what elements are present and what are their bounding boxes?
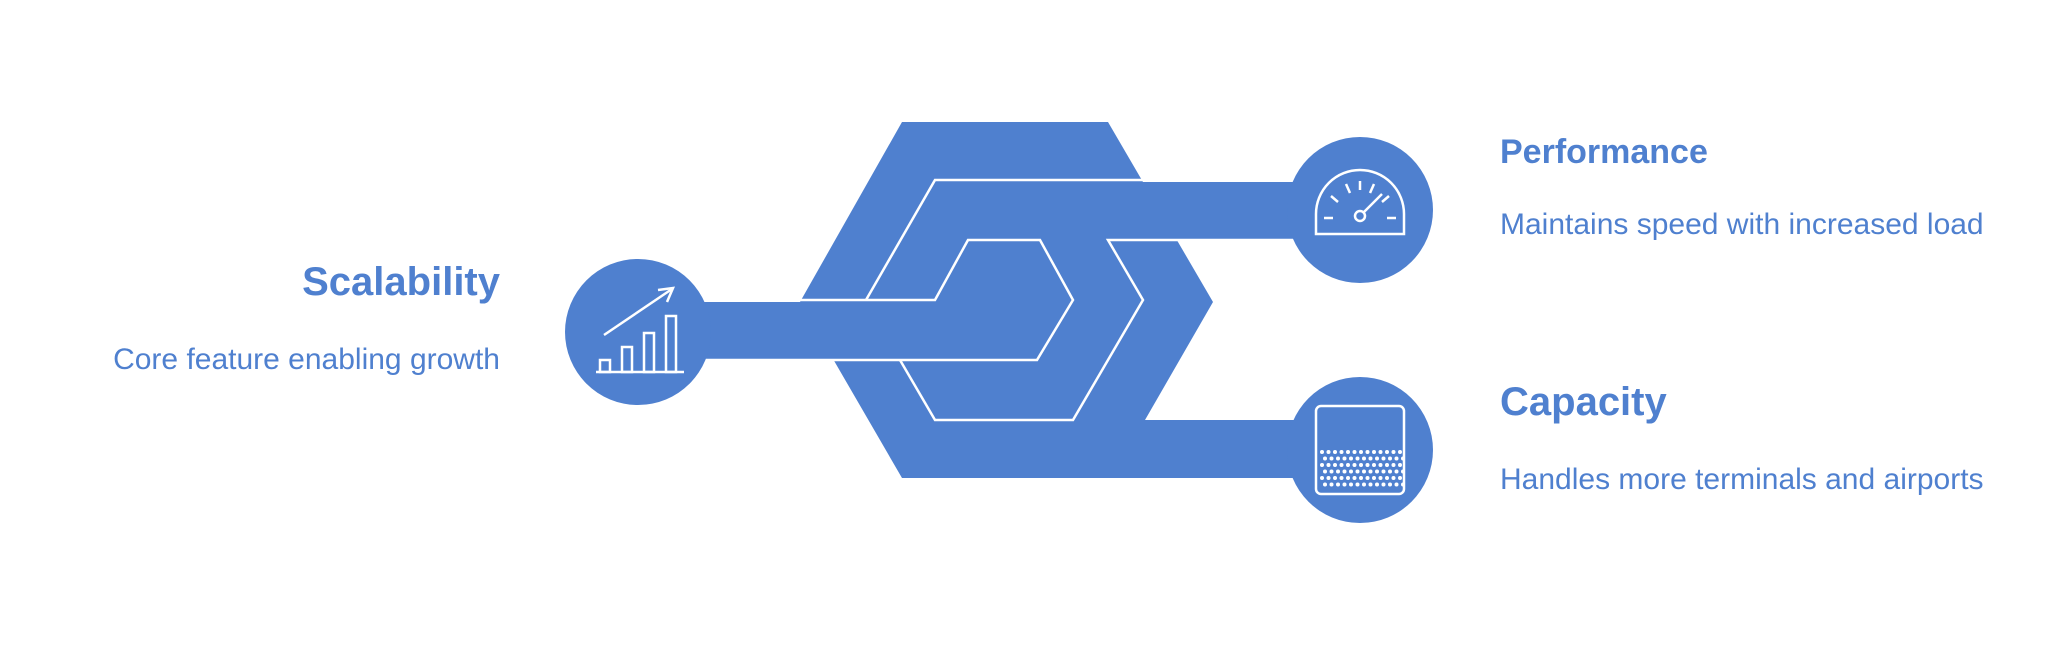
performance-title: Performance bbox=[1500, 133, 1708, 171]
capacity-title: Capacity bbox=[1500, 380, 1667, 424]
capacity-node bbox=[1287, 377, 1433, 523]
capacity-description: Handles more terminals and airports bbox=[1500, 463, 1984, 496]
performance-route-line bbox=[864, 178, 1300, 301]
scalability-title: Scalability bbox=[302, 260, 500, 304]
performance-description: Maintains speed with increased load bbox=[1500, 208, 1984, 241]
speedometer-icon bbox=[1314, 168, 1406, 236]
scalability-description: Core feature enabling growth bbox=[113, 343, 500, 376]
scalability-connector bbox=[690, 302, 1070, 360]
performance-node bbox=[1287, 137, 1433, 283]
capacity-grid-icon bbox=[1314, 404, 1406, 496]
scalability-node bbox=[565, 259, 711, 405]
scalability-route-line-top bbox=[705, 238, 1075, 362]
growth-chart-icon bbox=[596, 286, 684, 374]
capacity-route-line bbox=[898, 238, 1300, 422]
